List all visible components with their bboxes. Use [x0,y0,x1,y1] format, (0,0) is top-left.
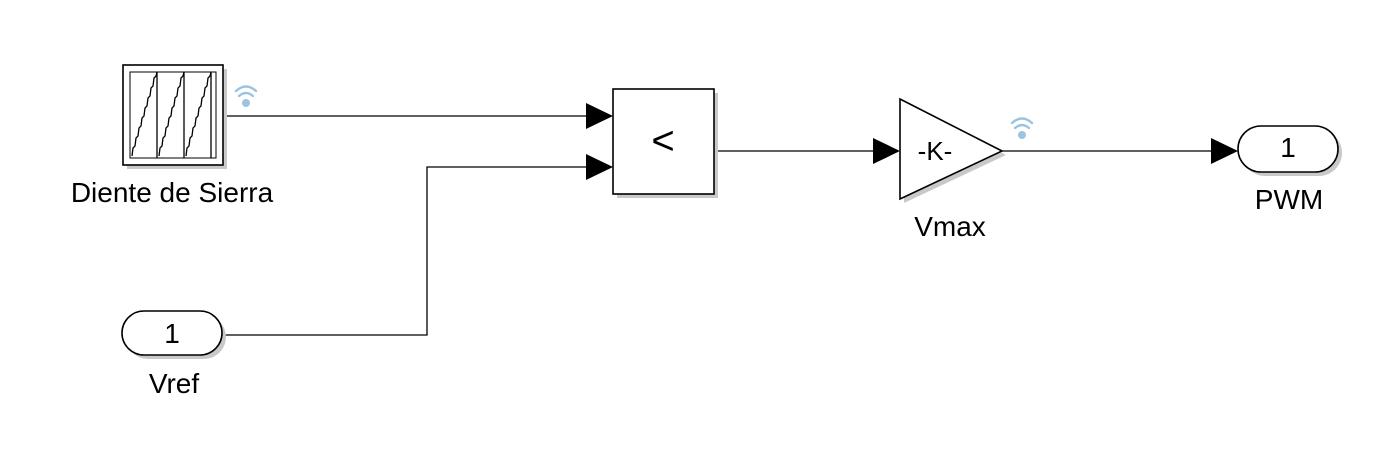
arrowhead-gain-in [873,138,900,164]
arrowhead-pwm-in [1211,138,1238,164]
arrowhead-compare-in1 [586,103,613,129]
sawtooth-waveform-icon [131,71,212,158]
pwm-outport-block[interactable]: 1 [1237,125,1342,176]
vref-inport-block[interactable]: 1 [121,310,226,359]
pwm-port-number: 1 [1280,132,1296,163]
vref-label: Vref [149,368,200,399]
signal-lines [224,115,1213,336]
arrowheads [586,103,1238,180]
relational-operator-block[interactable]: < [612,88,718,198]
gain-label: Vmax [914,211,986,242]
wire-vref-to-compare[interactable] [224,166,588,336]
signal-logging-icon[interactable] [234,85,258,108]
pwm-label: PWM [1255,184,1323,215]
vref-port-number: 1 [164,318,180,349]
relational-operator-symbol: < [651,119,674,163]
signal-logging-icon[interactable] [1010,117,1034,140]
gain-value: -K- [918,136,953,166]
arrowhead-compare-in2 [586,154,613,180]
sawtooth-label: Diente de Sierra [71,177,274,208]
sawtooth-block[interactable] [122,64,227,169]
gain-block[interactable]: -K- [899,97,1006,203]
